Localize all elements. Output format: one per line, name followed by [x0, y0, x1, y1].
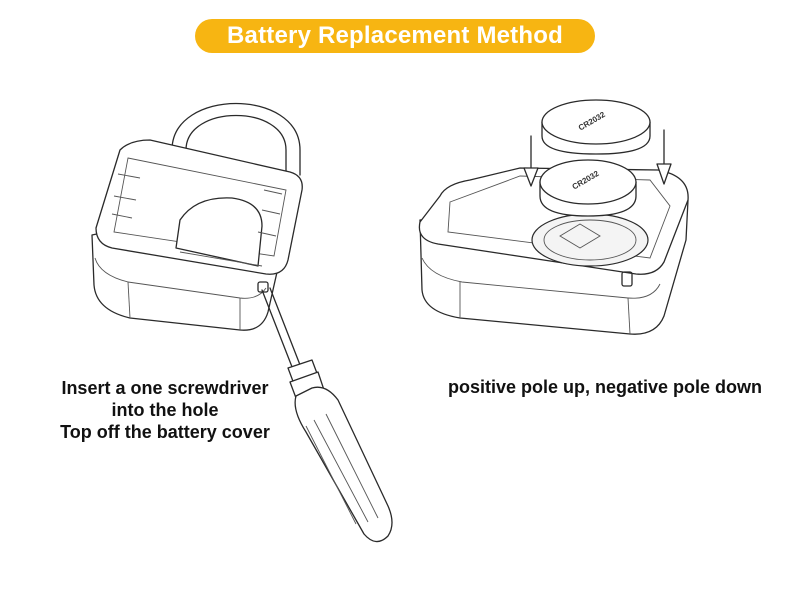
title-text: Battery Replacement Method	[227, 22, 563, 49]
caption-line: Top off the battery cover	[60, 422, 270, 442]
caption-line: positive pole up, negative pole down	[447, 377, 763, 397]
caption-line: into the hole	[111, 400, 219, 420]
step-one-caption: Insert a one screwdriver into the hole T…	[40, 377, 290, 443]
arrow-down-icon	[523, 135, 539, 187]
screwdriver-illustration	[261, 287, 393, 543]
step-two-caption: positive pole up, negative pole down	[420, 376, 790, 398]
coin-battery-lower: CR2032	[539, 159, 637, 217]
arrow-down-icon	[656, 129, 672, 185]
coin-battery-upper: CR2032	[541, 99, 651, 155]
caption-line: Insert a one screwdriver	[61, 378, 269, 398]
title-banner: Battery Replacement Method	[195, 19, 595, 53]
open-case-illustration	[418, 167, 689, 335]
padlock-illustration	[91, 102, 303, 331]
